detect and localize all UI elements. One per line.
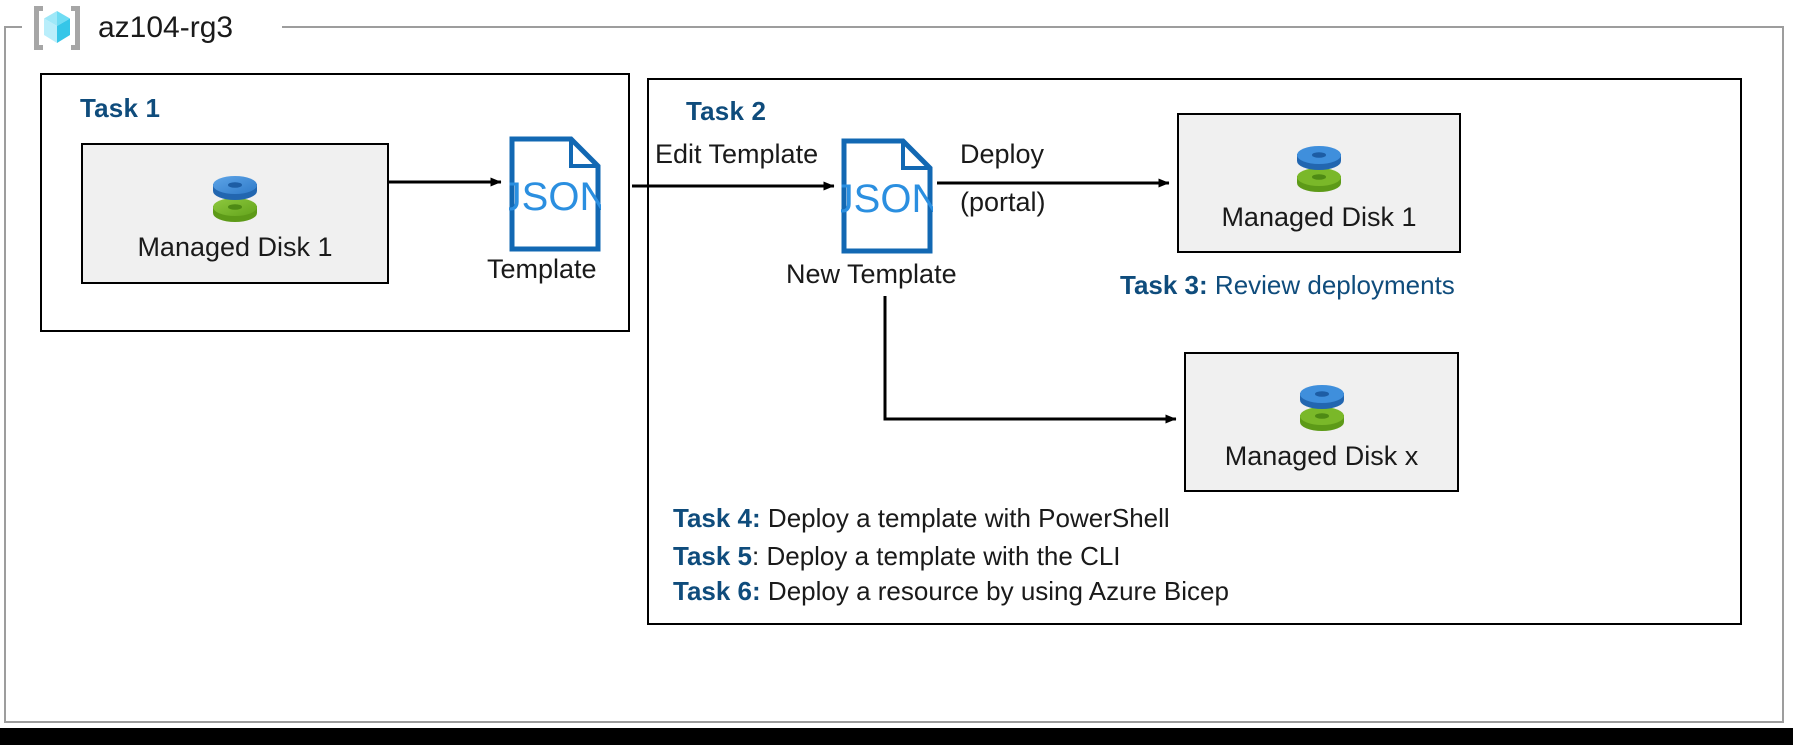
- task-3-tag: Task 3:: [1120, 270, 1208, 300]
- managed-disk-icon: [1288, 375, 1356, 437]
- managed-disk-1-deployed-box: Managed Disk 1: [1177, 113, 1461, 253]
- resource-group-header: az104-rg3: [30, 2, 233, 54]
- task-6-tag: Task 6:: [673, 576, 761, 606]
- resource-group-container: [4, 26, 1784, 723]
- task-1-heading: Task 1: [80, 93, 161, 123]
- managed-disk-x-label: Managed Disk x: [1224, 440, 1419, 471]
- deploy-arrow-label: Deploy: [960, 139, 1045, 169]
- json-template-document-icon: JSON: [502, 136, 608, 257]
- json-glyph-text: JSON: [509, 175, 601, 219]
- task-3-text: Review deployments: [1207, 270, 1455, 300]
- task-4-line: Task 4: Deploy a template with PowerShel…: [673, 505, 1170, 531]
- resource-group-name: az104-rg3: [98, 11, 234, 44]
- edit-template-arrow-label: Edit Template: [655, 139, 819, 169]
- task-5-tag: Task 5: [673, 541, 753, 571]
- managed-disk-icon: [1285, 136, 1353, 198]
- task-5-line: Task 5: Deploy a template with the CLI: [673, 543, 1121, 569]
- task-2-heading: Task 2: [686, 96, 767, 126]
- task-5-text: : Deploy a template with the CLI: [752, 541, 1121, 571]
- template-caption: Template: [487, 254, 597, 284]
- json-glyph-text: JSON: [841, 177, 933, 221]
- task-4-tag: Task 4:: [673, 503, 761, 533]
- managed-disk-icon: [201, 166, 269, 228]
- managed-disk-1-deployed-label: Managed Disk 1: [1221, 201, 1417, 232]
- bottom-black-band: [0, 728, 1793, 745]
- new-template-caption: New Template: [786, 259, 957, 289]
- task-4-text: Deploy a template with PowerShell: [760, 503, 1170, 533]
- deploy-arrow-sublabel: (portal): [960, 187, 1046, 217]
- managed-disk-1-source-box: Managed Disk 1: [81, 143, 389, 284]
- managed-disk-1-source-label: Managed Disk 1: [137, 232, 333, 262]
- azure-resource-group-icon: [30, 3, 84, 53]
- json-new-template-document-icon: JSON: [834, 138, 940, 259]
- managed-disk-x-box: Managed Disk x: [1184, 352, 1459, 492]
- task-6-line: Task 6: Deploy a resource by using Azure…: [673, 578, 1229, 604]
- task-3-line: Task 3: Review deployments: [1120, 272, 1455, 298]
- task-6-text: Deploy a resource by using Azure Bicep: [760, 576, 1229, 606]
